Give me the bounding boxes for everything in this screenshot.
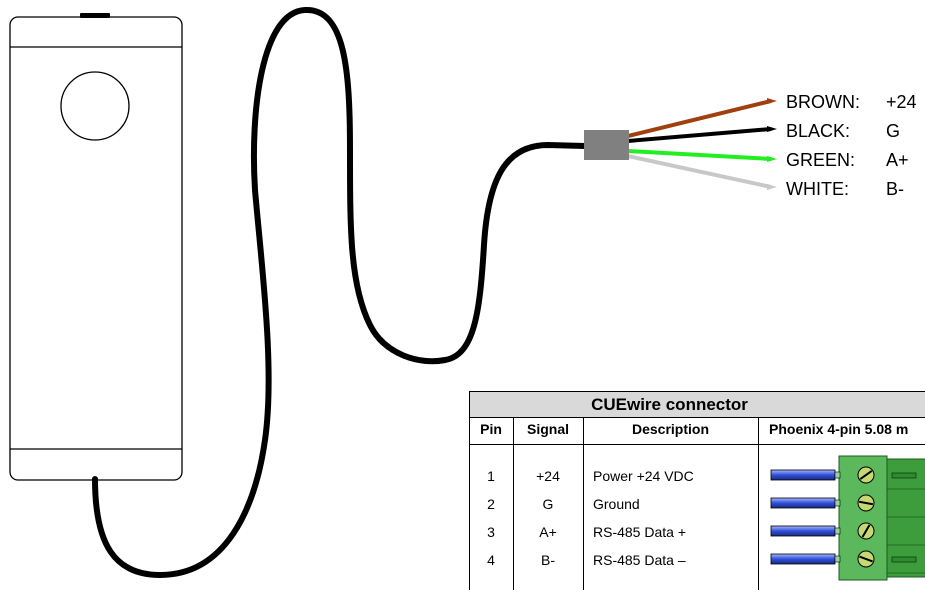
- wire-tip: [767, 98, 777, 104]
- table-title: CUEwire connector: [469, 391, 925, 418]
- cable: [92, 6, 588, 578]
- row-signal: G: [542, 496, 554, 512]
- table-header-divider: [469, 444, 925, 445]
- wire-green: [627, 149, 772, 161]
- screw-slot: [859, 470, 873, 480]
- phoenix-connector: [770, 455, 925, 581]
- row-description: Power +24 VDC: [593, 468, 694, 484]
- connector-pin-collar: [834, 499, 841, 507]
- wire-brown: [627, 99, 772, 138]
- wire-tip: [767, 184, 777, 190]
- header-signal: Signal: [526, 421, 569, 437]
- device: [9, 13, 183, 481]
- connector-pin-collar: [834, 555, 841, 563]
- connector-pin: [770, 497, 836, 509]
- screw-slot: [861, 524, 871, 538]
- wire-color-label: BLACK:: [786, 121, 850, 141]
- wire-labels: BROWN: +24 BLACK: G GREEN: A+ WHITE: B-: [786, 92, 917, 199]
- wire-signal-label: G: [886, 121, 900, 141]
- wire-signal-label: A+: [886, 150, 909, 170]
- table-column-divider: [513, 418, 514, 590]
- table-column-divider: [758, 418, 759, 590]
- screw-slot: [859, 555, 873, 563]
- row-signal: B-: [541, 552, 555, 568]
- connector-pin: [770, 525, 836, 537]
- header-pin: Pin: [480, 421, 502, 437]
- wire-color-label: GREEN:: [786, 150, 855, 170]
- connector-pin: [770, 469, 836, 481]
- header-description: Description: [631, 421, 709, 437]
- connector-screws: [857, 466, 925, 574]
- connector-pin: [770, 553, 836, 565]
- wire-tip: [767, 156, 777, 162]
- wire-color-label: WHITE:: [786, 179, 849, 199]
- row-signal: +24: [536, 468, 560, 484]
- table-column-divider: [469, 418, 470, 590]
- connector-latch: [891, 556, 917, 563]
- wire-signal-label: B-: [886, 179, 904, 199]
- wire-leads: [627, 98, 777, 190]
- row-description: Ground: [593, 496, 640, 512]
- cable-sleeve: [584, 130, 629, 160]
- row-description: RS-485 Data +: [593, 524, 686, 540]
- connector-table: CUEwire connector Pin Signal Description…: [469, 391, 925, 590]
- connector-pin-collar: [834, 471, 841, 479]
- wire-black: [627, 127, 772, 143]
- row-description: RS-485 Data –: [593, 552, 686, 568]
- wire-tip: [767, 126, 777, 132]
- wire-white: [627, 154, 772, 189]
- connector-latch: [891, 472, 917, 479]
- connector-pin-collar: [834, 527, 841, 535]
- row-signal: A+: [539, 524, 557, 540]
- header-connector: Phoenix 4-pin 5.08 m: [769, 421, 909, 437]
- device-top-tab: [80, 13, 110, 18]
- row-pin: 1: [487, 468, 495, 484]
- wire-color-label: BROWN:: [786, 92, 860, 112]
- connector-pins: [770, 469, 841, 565]
- row-pin: 4: [487, 552, 495, 568]
- row-pin: 2: [487, 496, 495, 512]
- table-column-divider: [583, 418, 584, 590]
- wire-signal-label: +24: [886, 92, 917, 112]
- device-lens: [60, 71, 130, 141]
- screw-slot: [858, 500, 874, 506]
- row-pin: 3: [487, 524, 495, 540]
